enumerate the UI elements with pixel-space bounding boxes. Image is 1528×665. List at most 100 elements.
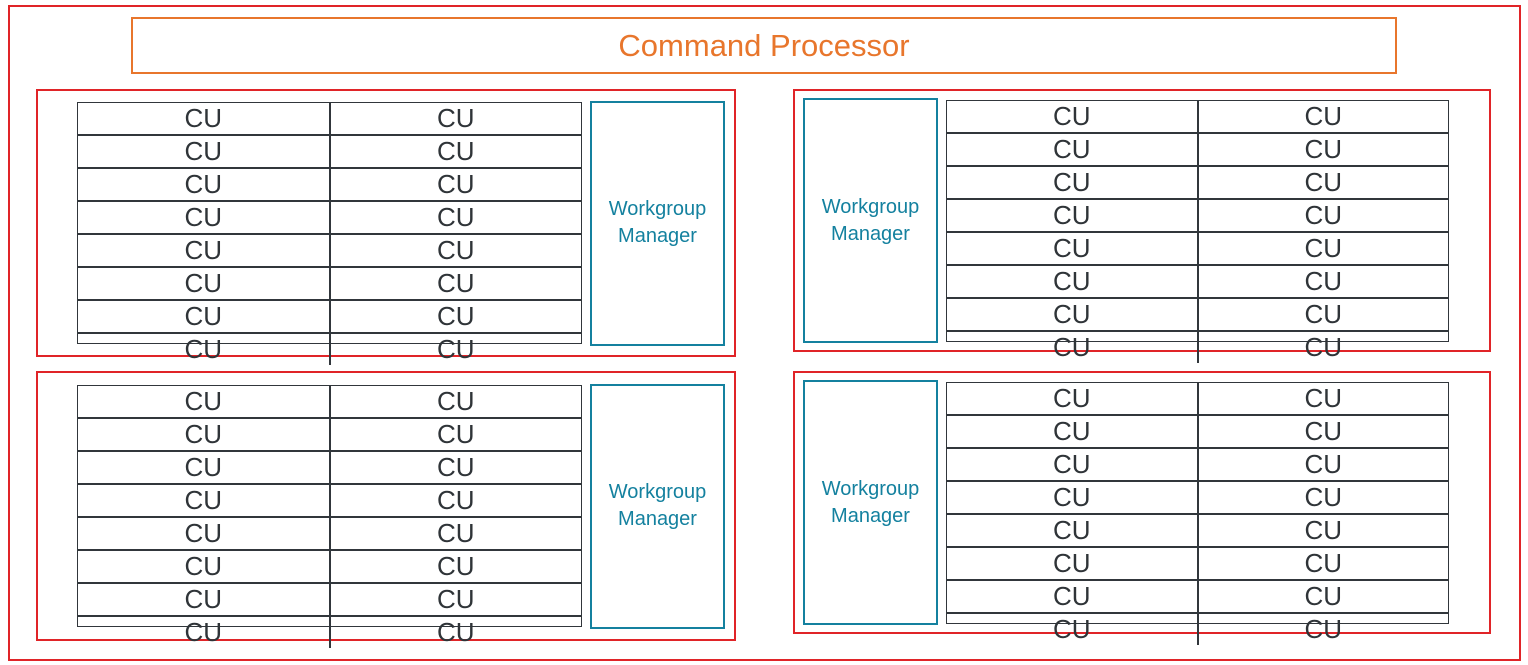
cu-cell: CU — [1196, 580, 1449, 612]
cu-cell: CU — [1196, 199, 1449, 231]
cu-cell: CU — [1196, 100, 1449, 132]
cu-row: CU CU — [947, 197, 1449, 231]
cu-cell: CU — [184, 452, 223, 482]
cu-cell: CU — [184, 419, 223, 449]
cu-cell: CU — [184, 617, 223, 647]
cu-cell: CU — [1196, 514, 1449, 546]
workgroup-manager-box: Workgroup Manager — [590, 100, 725, 346]
cu-row: CU CU — [947, 164, 1449, 198]
cu-cell: CU — [1196, 481, 1449, 513]
cu-cell: CU — [328, 584, 582, 615]
cu-cell: CU — [328, 136, 582, 167]
cu-cell: CU — [1052, 580, 1091, 611]
cu-cell: CU — [328, 386, 582, 417]
cu-cell: CU — [328, 551, 582, 582]
cu-row: CU CU — [947, 329, 1449, 363]
cu-cell: CU — [1196, 613, 1449, 645]
cu-cell: CU — [1052, 232, 1091, 263]
cu-cell: CU — [184, 485, 223, 515]
cu-cell: CU — [184, 268, 223, 298]
cu-cell: CU — [1052, 100, 1091, 131]
cu-cell: CU — [184, 169, 223, 199]
cu-cell: CU — [1052, 382, 1091, 413]
cu-row: CU CU — [78, 386, 581, 417]
cu-row: CU CU — [947, 512, 1449, 546]
cu-row: CU CU — [947, 382, 1449, 414]
cu-cell: CU — [184, 136, 223, 166]
cu-row: CU CU — [78, 266, 581, 299]
cu-row: CU CU — [78, 233, 581, 266]
gpu-chip-outline — [8, 5, 1521, 661]
cu-cell: CU — [1052, 331, 1091, 362]
cu-cell: CU — [184, 301, 223, 331]
cu-row: CU CU — [78, 516, 581, 549]
cu-cell: CU — [1196, 166, 1449, 198]
cu-row: CU CU — [78, 299, 581, 332]
cu-row: CU CU — [947, 611, 1449, 645]
cu-cell: CU — [1196, 331, 1449, 363]
workgroup-manager-label: Workgroup Manager — [821, 477, 920, 527]
cu-cell: CU — [1196, 382, 1449, 414]
cu-cell: CU — [1052, 514, 1091, 545]
cu-cell: CU — [328, 235, 582, 266]
cu-row: CU CU — [78, 134, 581, 167]
cu-cell: CU — [184, 584, 223, 614]
cu-cell: CU — [184, 518, 223, 548]
cu-cell: CU — [328, 103, 582, 134]
cu-row: CU CU — [78, 483, 581, 516]
cu-row: CU CU — [947, 479, 1449, 513]
cu-row: CU CU — [947, 446, 1449, 480]
cu-row: CU CU — [947, 100, 1449, 132]
cu-cell: CU — [1196, 415, 1449, 447]
cu-cell: CU — [1196, 298, 1449, 330]
cu-cell: CU — [328, 419, 582, 450]
cu-cell: CU — [328, 518, 582, 549]
cu-row: CU CU — [947, 578, 1449, 612]
cu-cell: CU — [184, 235, 223, 265]
cu-row: CU CU — [947, 413, 1449, 447]
cu-cell: CU — [328, 202, 582, 233]
cu-row: CU CU — [78, 167, 581, 200]
cu-cell: CU — [1196, 448, 1449, 480]
workgroup-manager-box: Workgroup Manager — [803, 98, 938, 343]
cu-cell: CU — [328, 485, 582, 516]
cu-row: CU CU — [78, 582, 581, 615]
workgroup-manager-label: Workgroup Manager — [821, 195, 920, 245]
cu-cell: CU — [1052, 481, 1091, 512]
cu-cell: CU — [1052, 199, 1091, 230]
cu-cell: CU — [1052, 415, 1091, 446]
workgroup-manager-label: Workgroup Manager — [608, 198, 707, 247]
cu-row: CU CU — [78, 417, 581, 450]
cu-cell: CU — [184, 386, 223, 416]
cu-cell: CU — [1052, 613, 1091, 644]
cu-cell: CU — [328, 268, 582, 299]
cu-cell: CU — [1196, 232, 1449, 264]
cu-cell: CU — [184, 103, 223, 133]
workgroup-manager-label: Workgroup Manager — [608, 481, 707, 530]
cu-cell: CU — [184, 202, 223, 232]
cu-cell: CU — [328, 169, 582, 200]
cu-cell: CU — [328, 452, 582, 483]
workgroup-manager-box: Workgroup Manager — [590, 383, 725, 629]
cu-cell: CU — [1052, 298, 1091, 329]
cu-cell: CU — [328, 301, 582, 332]
cu-cell: CU — [1052, 166, 1091, 197]
cu-row: CU CU — [78, 200, 581, 233]
cu-row: CU CU — [78, 103, 581, 134]
command-processor-label: Command Processor — [618, 27, 910, 63]
cu-cell: CU — [1196, 547, 1449, 579]
cu-cell: CU — [1052, 547, 1091, 578]
cu-row: CU CU — [947, 230, 1449, 264]
cu-cell: CU — [1052, 448, 1091, 479]
cu-cell: CU — [184, 334, 223, 364]
command-processor-box: Command Processor — [131, 17, 1397, 74]
